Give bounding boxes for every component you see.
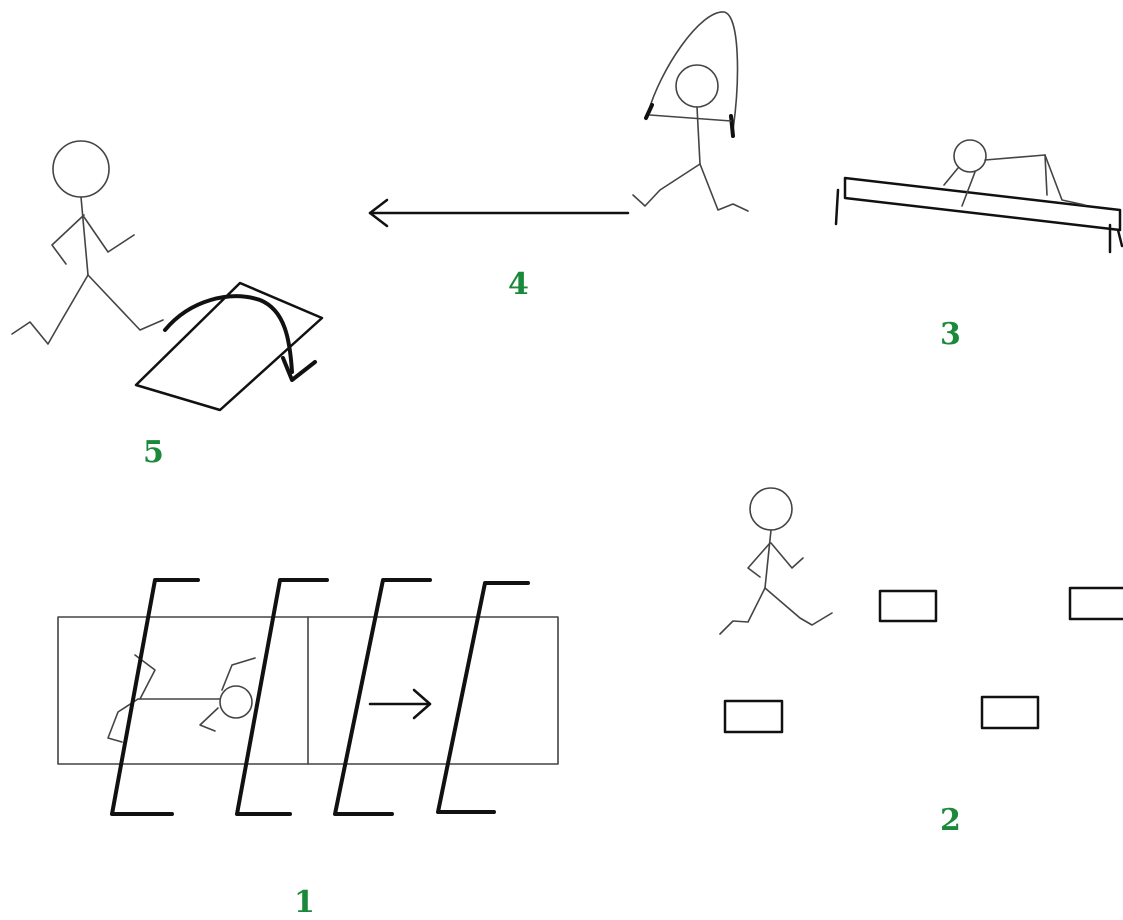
station-5-drawing xyxy=(12,141,322,410)
direction-arrow-icon xyxy=(370,690,430,718)
station-2-label: 2 xyxy=(940,806,961,836)
rope-handle xyxy=(646,105,652,118)
station-4-label: 4 xyxy=(508,270,529,300)
hurdle xyxy=(335,580,430,814)
floor-marker xyxy=(982,697,1038,728)
skipping-stick-figure xyxy=(633,65,748,211)
crawling-stick-figure xyxy=(108,655,255,742)
direction-arrow-icon xyxy=(370,200,628,226)
station-2-drawing xyxy=(720,488,1123,732)
hurdle xyxy=(112,580,198,814)
lying-stick-figure xyxy=(944,140,1085,206)
floor-marker xyxy=(880,591,936,621)
running-stick-figure xyxy=(12,141,163,344)
station-3-drawing xyxy=(836,140,1122,252)
jump-mat xyxy=(136,283,322,410)
bench xyxy=(836,178,1122,252)
station-4-drawing xyxy=(370,12,748,226)
floor-marker xyxy=(725,701,782,732)
jump-arrow-head xyxy=(283,358,315,380)
station-1-drawing xyxy=(58,580,558,814)
station-3-label: 3 xyxy=(940,320,961,350)
floor-marker xyxy=(1070,588,1123,619)
station-5-label: 5 xyxy=(143,438,164,468)
skipping-rope xyxy=(648,12,737,130)
station-1-label: 1 xyxy=(294,888,315,918)
rope-handle xyxy=(731,116,733,136)
running-stick-figure xyxy=(720,488,832,634)
